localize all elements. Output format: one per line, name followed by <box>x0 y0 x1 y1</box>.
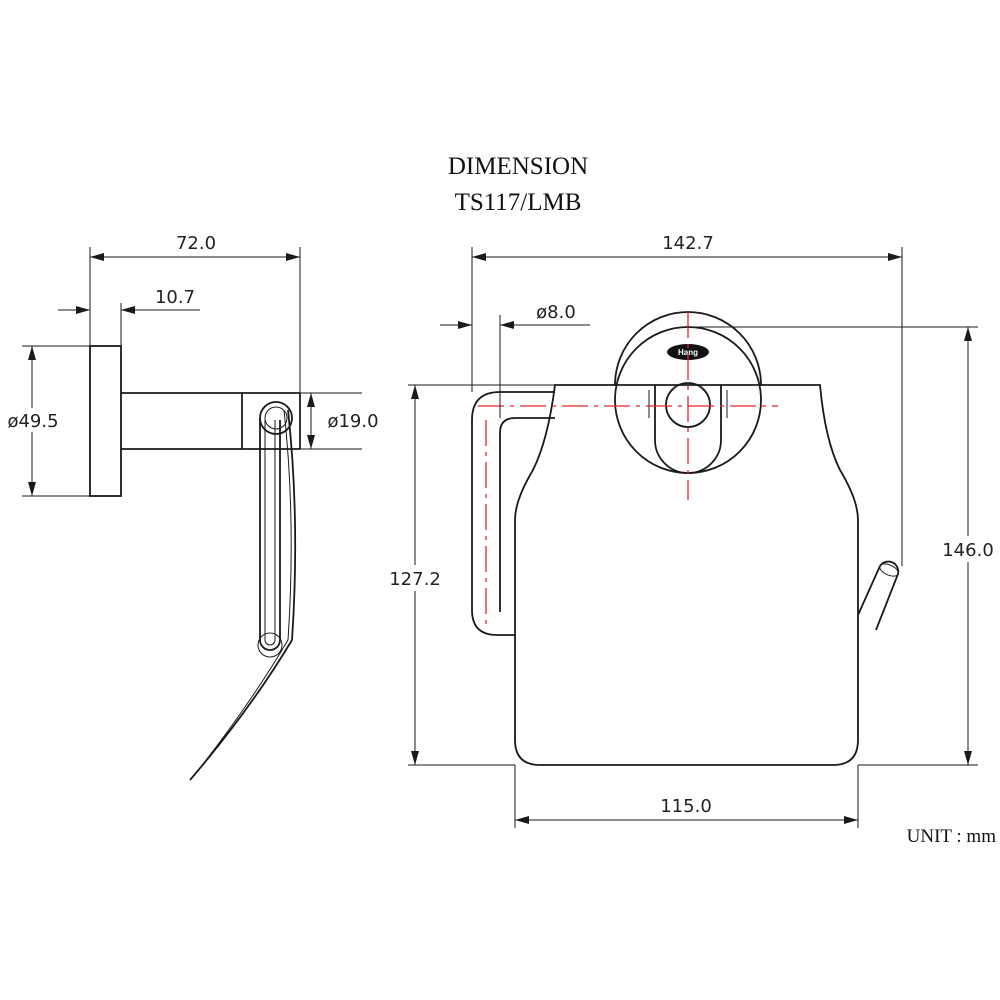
drawing-title: DIMENSION <box>448 153 588 180</box>
dim-overall-depth: 72.0 <box>176 233 216 254</box>
flap-cover <box>189 409 297 781</box>
dim-cover-width: 115.0 <box>660 796 712 817</box>
paper-cover <box>514 384 859 766</box>
hinge-pin <box>665 382 711 428</box>
dim-flange-diameter: ø49.5 <box>7 411 58 432</box>
model-number: TS117/LMB <box>455 189 582 216</box>
stopper-peg <box>857 560 900 631</box>
wall-flange <box>89 345 122 497</box>
dim-cover-height: 127.2 <box>389 569 441 590</box>
dim-flange-thickness: 10.7 <box>155 287 195 308</box>
dim-overall-width: 142.7 <box>662 233 714 254</box>
svg-text:Hang: Hang <box>678 348 698 357</box>
brand-logo <box>667 344 709 360</box>
front-view: Hang 142.7 ø8.0 <box>386 233 998 828</box>
side-view: 72.0 10.7 ø49.5 ø19.0 <box>2 233 379 781</box>
dim-overall-height: 146.0 <box>942 540 994 561</box>
unit-label: UNIT : mm <box>907 826 997 847</box>
dim-bar-diameter: ø19.0 <box>327 411 378 432</box>
holder-rod <box>471 391 555 636</box>
dim-rod-diameter: ø8.0 <box>536 302 576 323</box>
